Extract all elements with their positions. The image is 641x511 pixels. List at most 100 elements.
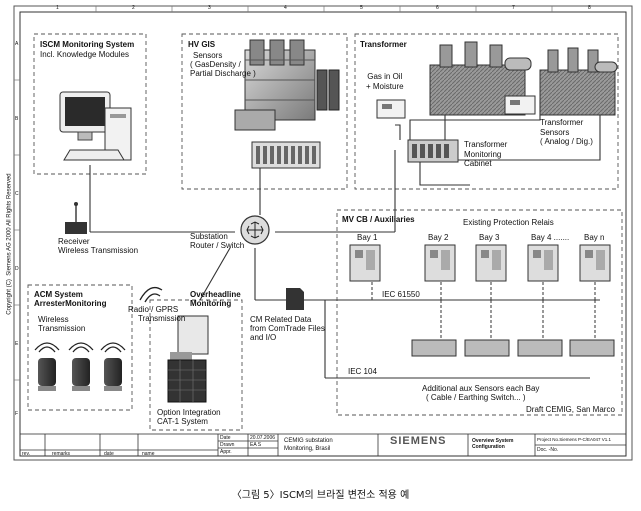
ruler-col-4: 4 [284,5,287,11]
mvcb-title: MV CB / Auxiliaries [342,215,415,224]
siemens-logo: SIEMENS [390,435,447,447]
iscm-title: ISCM Monitoring System [40,40,135,49]
aux-sensors-label: Additional aux Sensors each Bay [422,384,540,393]
acm-title-2: ArresterMonitoring [34,299,107,308]
ruler-row-f: F [15,411,19,417]
tb-appr-label: Appr. [220,449,232,455]
receiver-label: Receiver [58,237,90,246]
receiver-icon [65,202,87,234]
transformer-box [354,33,619,190]
acm-wireless-1: Wireless [38,315,69,324]
iscm-subtitle: Incl. Knowledge Modules [40,50,129,59]
relay-bay-1-icon [349,244,381,282]
hvgis-gas: ( GasDensity / [190,60,241,69]
network-lines [89,100,601,379]
option-label-1: Option Integration [157,408,221,417]
diagram-sheet: 1 2 3 4 5 6 7 8 A B C D E F Copyright (C… [6,5,633,461]
relay-bay-n-icon [579,244,611,282]
cm-data-icon [286,288,304,310]
tb-project: CEMIG substation Monitoring, Brasil [284,438,333,452]
bay-2-label: Bay 2 [428,233,449,242]
transformer-sensors-label: Transformer Sensors ( Analog / Dig.) [540,118,593,146]
tb-date-label: Date [220,435,231,441]
acm-wireless-2: Transmission [38,324,86,333]
tb-date-value: 20.07.2006 [250,435,276,441]
iec104-label: IEC 104 [348,367,377,376]
ruler-col-3: 3 [208,5,211,11]
ruler-row-b: B [15,116,19,122]
relais-label: Existing Protection Relais [463,218,554,227]
transformer-cabinet-icon [407,139,459,163]
bay-4-label: Bay 4 ....... [531,233,570,242]
relay-bay-2-icon [424,244,456,282]
hvgis-sensors: Sensors [193,51,223,60]
ruler-col-5: 5 [360,5,363,11]
router-label-2: Router / Switch [190,241,245,250]
ruler-col-1: 1 [56,5,59,11]
wireless-label: Wireless Transmission [58,246,139,255]
router-label-1: Substation [190,232,228,241]
workstation-icon [59,91,132,161]
ruler-row-d: D [15,266,19,272]
aux-sensor-modules-icon [411,339,615,357]
tb-drawn-value: EA S [250,442,262,448]
ruler-col-7: 7 [512,5,515,11]
router-icon [240,215,270,245]
gas-oil-label: Gas in Oil + Moisture [366,72,404,91]
wireless-wave-icons [34,286,163,353]
acm-box [27,284,133,411]
overhead-title-2: Monitoring [190,299,232,308]
tb-name: name [142,451,155,457]
diagram-canvas [13,5,633,461]
overhead-sensor-icon [170,315,209,360]
transformer-2-icon [539,47,618,116]
tb-doc-no: Doc. -No. [537,447,559,453]
bay-3-label: Bay 3 [479,233,500,242]
tb-project-no: Project No.Siemens P-C/EA047 V1.1 [537,437,612,442]
radio-label-1: Radio / GPRS [128,305,179,314]
tb-date: date [104,451,114,457]
acm-title-1: ACM System [34,290,83,299]
ruler-row-e: E [15,341,19,347]
ruler-col-8: 8 [588,5,591,11]
bay-n-label: Bay n [584,233,605,242]
ruler-row-a: A [15,41,19,47]
bay-links [371,282,596,340]
ruler-col-2: 2 [132,5,135,11]
cm-label-3: and I/O [250,333,277,342]
relay-bay-4-icon [527,244,559,282]
cm-label-2: from ComTrade Files [250,324,325,333]
cabinet-label: Transformer Monitoring Cabinet [464,140,508,168]
hvgis-pd: Partial Discharge ) [190,69,256,78]
draft-label: Draft CEMIG, San Marco [526,405,615,414]
bay-1-label: Bay 1 [357,233,378,242]
gis-equipment-icon [234,39,340,131]
ruler-row-c: C [15,191,19,197]
sheet-frame [13,5,633,461]
hvgis-box [181,33,348,190]
mvcb-box [336,209,623,416]
title-block [19,433,627,457]
hvgis-title: HV GIS [188,40,216,49]
moisture-sensor-icon [504,95,536,115]
gis-monitoring-rack-icon [251,141,321,169]
tb-drawn-label: Drawn [220,442,235,448]
aux-sensors-detail: ( Cable / Earthing Switch... ) [426,393,526,402]
ruler-ticks [14,6,553,381]
tb-remarks: remarks [52,451,71,457]
transformer-title: Transformer [360,40,407,49]
relay-bay-3-icon [475,244,507,282]
option-label-2: CAT-1 System [157,417,208,426]
tb-doc-title: Overview System Configuration [472,438,514,450]
ruler-col-6: 6 [436,5,439,11]
radio-label-2: Transmission [138,314,186,323]
overhead-box [149,299,243,431]
solar-panel-icon [167,359,207,403]
gas-sensor-icon [376,99,406,119]
arrester-monitor-icons [38,358,122,391]
copyright-text: Copyright (C) Siemens AG 2000 All Rights… [6,173,13,315]
figure-caption: 〈그림 5〉ISCM의 브라질 변전소 적용 예 [231,490,410,501]
overhead-title-1: Overheadline [190,290,241,299]
iec61550-label: IEC 61550 [382,290,420,299]
cm-label-1: CM Related Data [250,315,312,324]
